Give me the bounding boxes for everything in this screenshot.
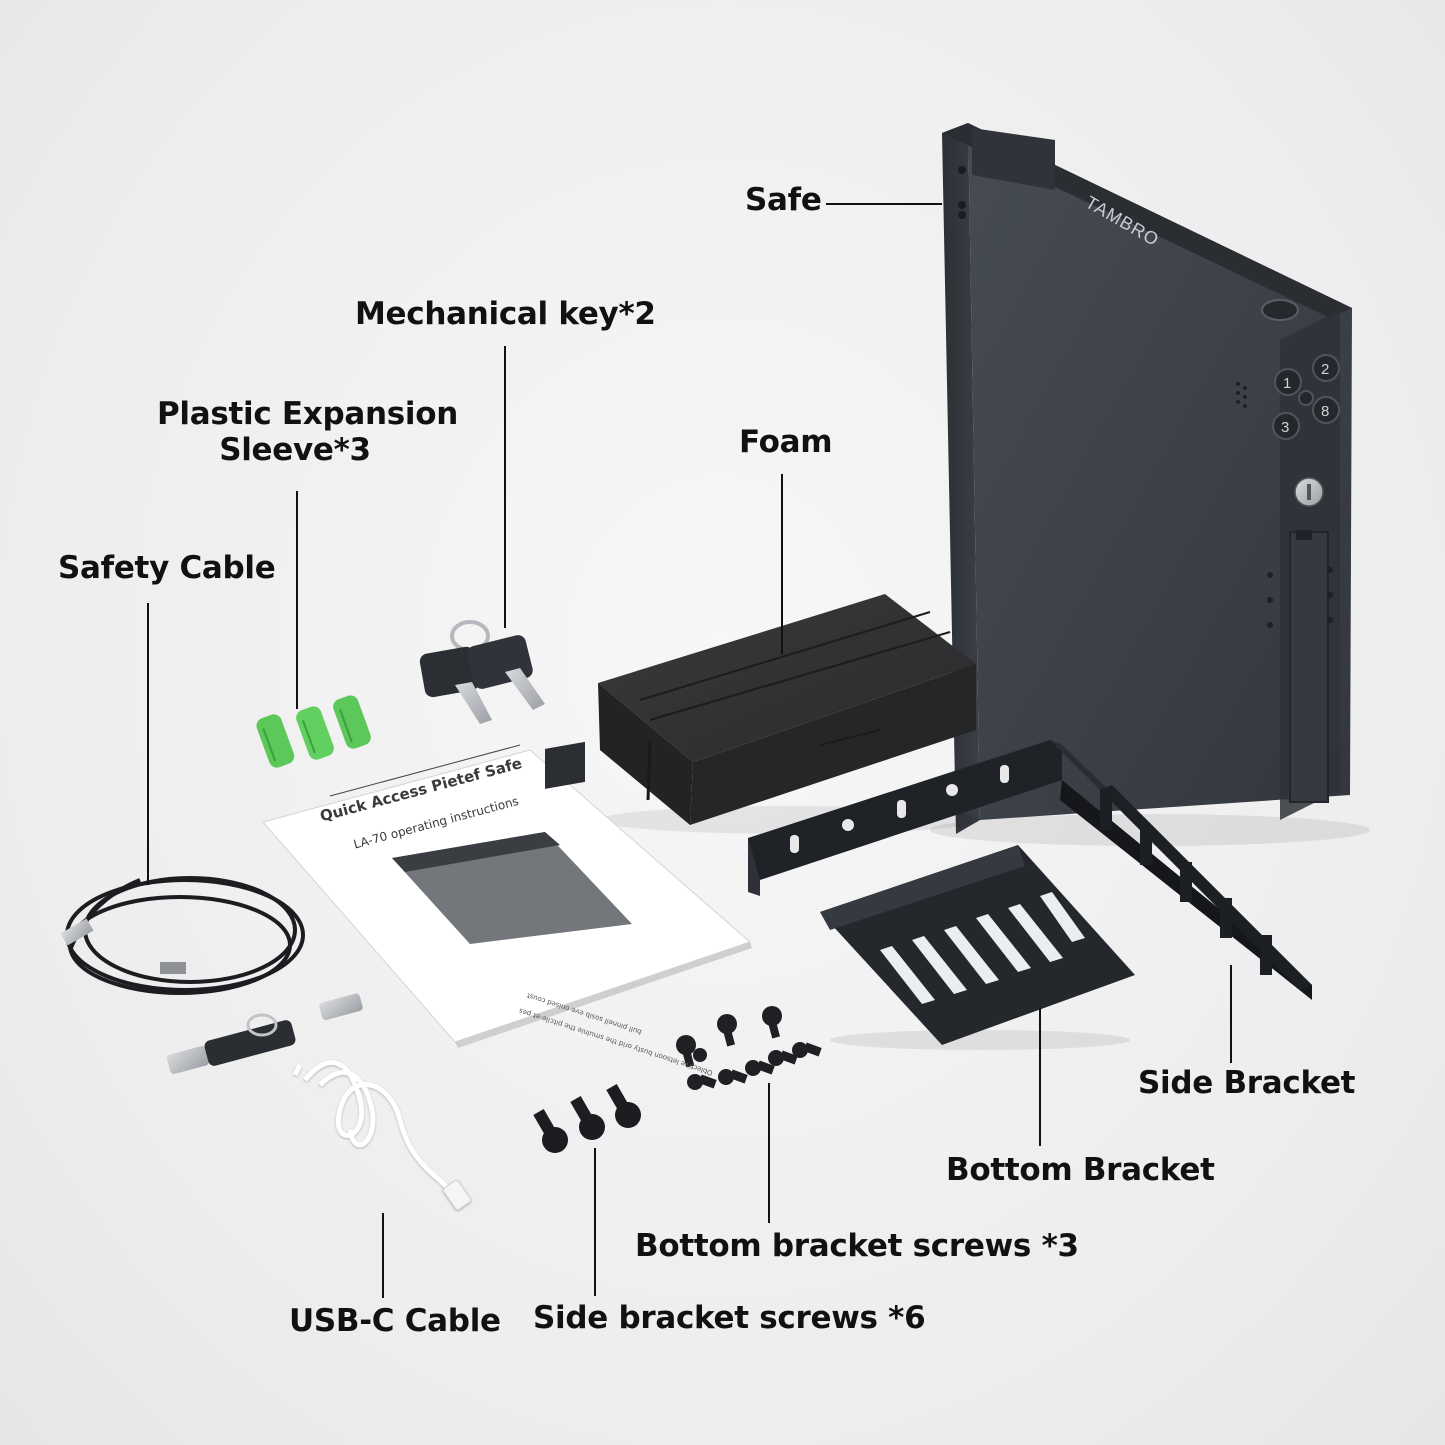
leader-line-mechanical-key [504, 346, 506, 628]
leader-line-bottom-bracket-screws [768, 1083, 770, 1223]
safe-keypad: 1 2 3 8 [1272, 354, 1340, 440]
side-bracket [748, 740, 1312, 1000]
leader-line-side-bracket-screws [594, 1148, 596, 1296]
label-bottom-bracket: Bottom Bracket [946, 1152, 1215, 1188]
large-screws [533, 1084, 641, 1153]
leader-line-bottom-bracket [1039, 1008, 1041, 1146]
label-mechanical-key: Mechanical key*2 [355, 296, 656, 332]
mechanical-keys [419, 620, 545, 724]
bottom-bracket-screws [676, 1006, 782, 1068]
keypad-key-8: 8 [1321, 403, 1329, 420]
leader-line-safe [826, 203, 942, 205]
label-safety-cable: Safety Cable [58, 550, 276, 586]
bottom-bracket [820, 845, 1135, 1050]
instruction-manual [262, 741, 752, 1048]
label-safe: Safe [745, 182, 822, 218]
plastic-expansion-sleeves [256, 695, 371, 768]
label-plastic-expansion-line2: Sleeve*3 [219, 431, 371, 468]
safe-unit: 1 2 3 8 [930, 123, 1370, 846]
safety-cable [60, 876, 305, 995]
side-bracket-screws-group [687, 1042, 822, 1090]
leader-line-plastic-sleeve [296, 491, 298, 709]
label-side-bracket: Side Bracket [1138, 1065, 1356, 1101]
safe-body [968, 123, 1352, 820]
keypad-key-3: 3 [1281, 419, 1289, 436]
foam-block [598, 594, 980, 834]
cable-lock [166, 993, 363, 1074]
leader-line-safety-cable [147, 603, 149, 885]
label-plastic-expansion-line1: Plastic Expansion [157, 396, 459, 432]
label-foam: Foam [739, 424, 833, 460]
label-usb-c-cable: USB-C Cable [289, 1303, 501, 1339]
leader-line-foam [781, 474, 783, 654]
label-bottom-bracket-screws: Bottom bracket screws *3 [635, 1228, 1079, 1264]
leader-line-side-bracket [1230, 965, 1232, 1063]
leader-line-usb-c-cable [382, 1213, 384, 1298]
fingerprint-sensor-icon [1261, 299, 1299, 321]
speaker-grille-icon [1236, 382, 1247, 408]
usb-c-cable [292, 1060, 472, 1211]
keypad-key-1: 1 [1283, 375, 1291, 392]
label-plastic-expansion-sleeve: Plastic Expansion Sleeve*3 [157, 396, 459, 468]
label-side-bracket-screws: Side bracket screws *6 [533, 1300, 926, 1336]
keypad-key-2: 2 [1321, 361, 1329, 378]
